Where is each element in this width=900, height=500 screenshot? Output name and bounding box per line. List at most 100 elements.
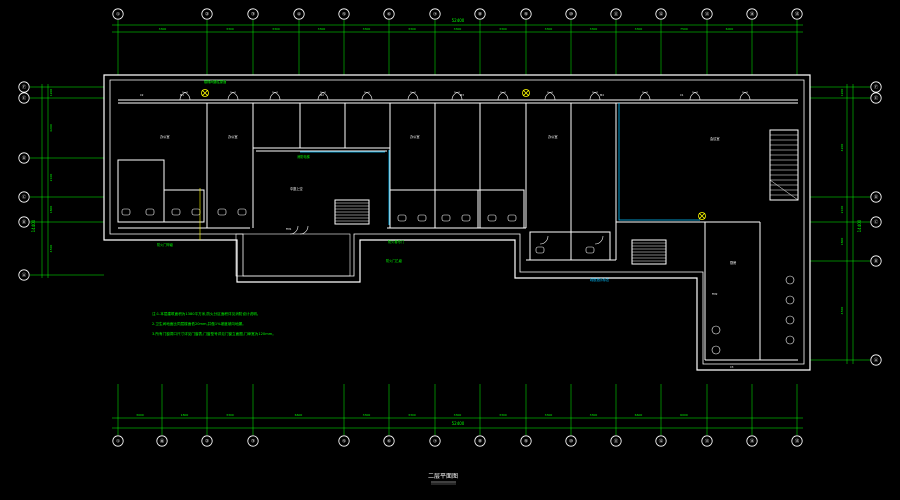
dimension-right-segment: 1200: [840, 89, 844, 97]
axis-bubble-top-1: [112, 8, 124, 20]
door-tag-1: M1: [180, 93, 184, 97]
axis-bubble-bottom-9: [520, 435, 532, 447]
axis-bubble-bottom-1: [112, 435, 124, 447]
axis-bubble-left-6-label: Ⓐ: [22, 272, 27, 279]
axis-bubble-right-1-label: Ⓕ: [874, 84, 879, 91]
axis-bubble-bottom-11-label: ⑪: [614, 438, 619, 445]
axis-bubble-bottom-15-label: ⑮: [795, 438, 800, 445]
dimension-bottom-segment: 6600: [295, 413, 303, 417]
axis-bubble-left-5-label: Ⓑ: [22, 219, 27, 226]
axis-bubble-top-3: [247, 8, 259, 20]
axis-bubble-bottom-12-label: ⑫: [659, 438, 664, 445]
axis-bubble-bottom-5: [338, 435, 350, 447]
axis-bubble-bottom-13: [701, 435, 713, 447]
dimension-top-total: 52400: [452, 18, 465, 23]
axis-bubble-top-4-label: ④: [297, 12, 301, 18]
hydrant-marker-2: [522, 89, 530, 97]
axis-bubble-right-4-label: Ⓒ: [874, 219, 879, 226]
axis-bubble-top-14-label: ⑭: [750, 11, 755, 18]
drawing-title: 二层平面图: [428, 473, 458, 480]
dimension-left-segment: 1200: [49, 89, 53, 97]
axis-bubble-bottom-7-label: ⑦: [433, 439, 437, 445]
door-tag-2: M2: [320, 93, 324, 97]
window-tag-3: C3: [730, 365, 734, 369]
axis-bubble-bottom-2: [156, 435, 168, 447]
axis-bubble-bottom-6-label: ⑥: [387, 439, 391, 445]
axis-bubble-top-9-label: ⑨: [524, 12, 528, 18]
dimension-top-segment: 6000: [726, 27, 734, 31]
axis-bubble-top-15-label: ⑮: [795, 11, 800, 18]
axis-bubble-bottom-3-label: ②: [205, 439, 209, 445]
axis-bubble-bottom-11: [610, 435, 622, 447]
room-label-lobby: 中庭上空: [290, 186, 303, 191]
note-line-1: 注:1.本层建筑面积为1380平方米,防火分区面积详见消防设计说明。: [152, 311, 260, 316]
axis-bubble-top-5: [338, 8, 350, 20]
axis-bubble-top-10-label: ⑩: [569, 12, 573, 18]
axis-bubble-top-4: [293, 8, 305, 20]
axis-bubble-left-5: [18, 216, 30, 228]
axis-bubble-top-15: [791, 8, 803, 20]
dimension-bottom-segment: 3300: [545, 413, 553, 417]
building-walls: [103, 74, 811, 371]
axis-bubble-top-8: [474, 8, 486, 20]
axis-bubble-bottom-3: [201, 435, 213, 447]
dimension-bottom-segment: 6000: [680, 413, 688, 417]
dimension-right-segment: 4200: [840, 144, 844, 152]
hydrant-marker-1: [201, 89, 209, 97]
dimension-bottom-total: 52400: [452, 421, 465, 426]
room-label-office-2: 办公室: [228, 134, 238, 139]
dimension-right-segment: 1800: [840, 238, 844, 246]
dimension-top-segment: 3300: [159, 27, 167, 31]
dimension-bottom-segment: 3000: [136, 413, 144, 417]
door-tag-6: FM2: [712, 292, 718, 296]
door-tag-5: FM1: [286, 227, 292, 231]
axis-bubble-right-3: [870, 191, 882, 203]
axis-bubble-top-3-label: ③: [251, 12, 255, 18]
axis-bubble-bottom-7: [429, 435, 441, 447]
axis-bubble-top-8-label: ⑧: [478, 12, 482, 18]
dimension-top-segment: 3300: [408, 27, 416, 31]
dimension-top-segment: 3300: [226, 27, 234, 31]
annotation-elevator: 消防电梯: [297, 154, 311, 159]
axis-bubble-left-1: [18, 81, 30, 93]
note-line-3: 3.所有门窗洞口尺寸详见门窗表,门窗型号详见门窗立面图,门垛宽为120mm。: [152, 331, 276, 336]
axis-bubble-top-11-label: ⑪: [614, 11, 619, 18]
fire-annotation-lines: [300, 103, 700, 225]
dimension-left-segment: 4500: [49, 245, 53, 253]
dimension-left-segment: 4200: [49, 124, 53, 132]
axis-bubble-bottom-10: [565, 435, 577, 447]
dimension-right-total: 14400: [857, 219, 862, 232]
room-label-kitchen: 厨房: [730, 260, 736, 265]
axis-bubble-right-3-label: Ⓓ: [874, 194, 879, 201]
axis-bubble-bottom-12: [655, 435, 667, 447]
annotation-fire-shutter: 防火卷帘门: [388, 239, 404, 244]
axis-bubble-right-5-label: Ⓑ: [874, 258, 879, 265]
dimension-bottom-segment: 3300: [226, 413, 234, 417]
dimension-bottom-segment: 3300: [408, 413, 416, 417]
axis-bubble-bottom-13-label: ⑬: [705, 438, 710, 445]
room-label-office-1: 办公室: [160, 134, 170, 139]
axis-bubble-top-10: [565, 8, 577, 20]
annotation-fire-door-a: 防火门甲级: [157, 242, 174, 247]
room-label-office-4: 办公室: [548, 134, 558, 139]
dimension-bottom-segment: 1800: [181, 413, 189, 417]
axis-bubble-top-12-label: ⑫: [659, 11, 664, 18]
annotation-fire-door-b: 防火门乙级: [386, 258, 403, 263]
axis-bubble-top-9: [520, 8, 532, 20]
window-tag-1: C1: [680, 93, 684, 97]
axis-bubble-top-7-label: ⑦: [433, 12, 437, 18]
axis-bubble-bottom-5-label: ⑤: [342, 439, 346, 445]
axis-bubble-top-13-label: ⑬: [705, 11, 710, 18]
axis-bubble-right-1: [870, 81, 882, 93]
axis-bubble-left-4-label: Ⓒ: [22, 194, 27, 201]
dimension-top-segment: 3300: [454, 27, 462, 31]
axis-bubble-bottom-14-label: ⑭: [750, 438, 755, 445]
axis-bubble-bottom-14: [746, 435, 758, 447]
dimension-left-total: 14400: [31, 219, 36, 232]
axis-bubble-top-14: [746, 8, 758, 20]
axis-bubble-left-2: [18, 92, 30, 104]
axis-bubble-bottom-4: [247, 435, 259, 447]
